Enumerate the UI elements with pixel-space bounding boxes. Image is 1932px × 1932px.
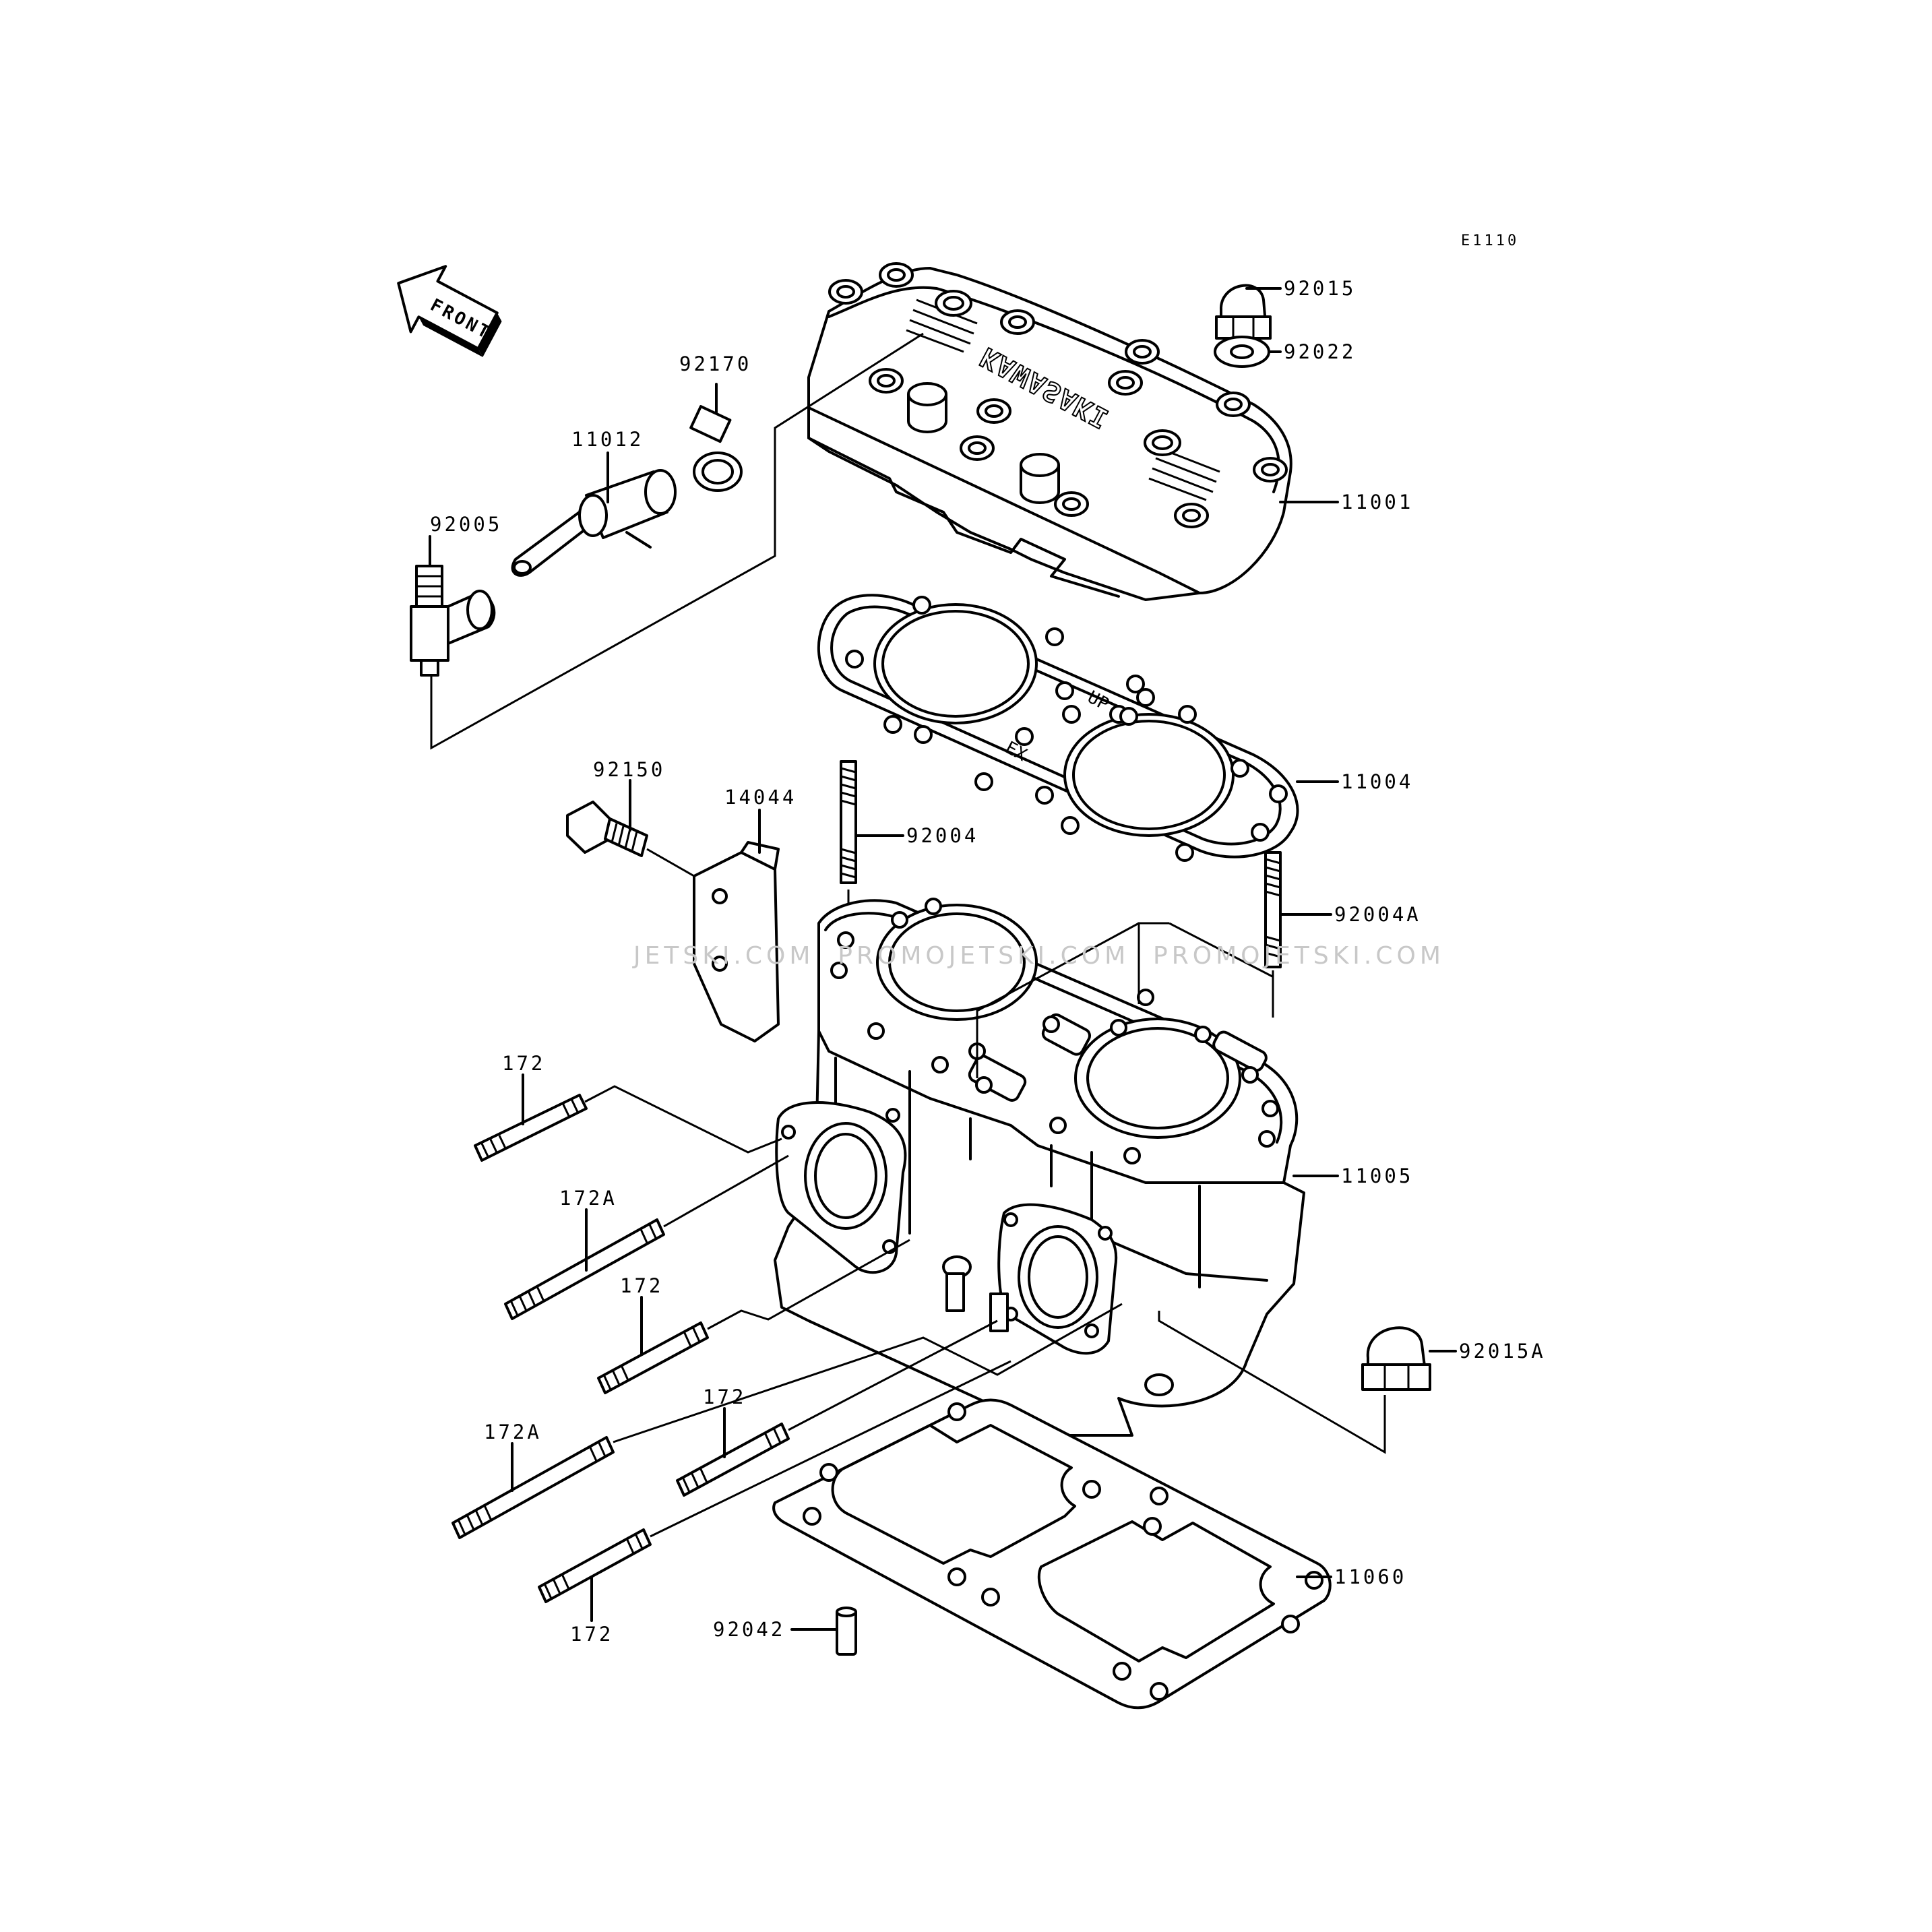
part-label-11001: 11001: [1341, 491, 1413, 513]
elbow-fitting-icon: [410, 565, 496, 677]
part-label-92042: 92042: [713, 1618, 785, 1641]
stud-bolt-icon: [1264, 851, 1282, 968]
front-arrow-icon: FRONT: [397, 265, 502, 357]
diagram-code: E1110: [1461, 232, 1519, 249]
part-label-172A-b: 172A: [484, 1421, 542, 1443]
washer-icon: [1214, 336, 1270, 368]
part-label-92022: 92022: [1284, 340, 1356, 363]
part-label-92150: 92150: [593, 758, 665, 781]
watermark: JETSKI.COM PROMOJETSKI.COM PROMOJETSKI.C…: [632, 942, 1445, 970]
acorn-nut-icon: [1361, 1326, 1431, 1391]
part-label-172-a: 172: [502, 1052, 545, 1075]
acorn-nut-icon: [1215, 284, 1272, 340]
cylinder-head: KAWASAKI: [807, 262, 1292, 601]
stud-bolt-icon: [474, 1094, 588, 1162]
flange-bolt-icon: [566, 801, 648, 857]
part-label-11004: 11004: [1341, 770, 1413, 793]
part-label-11005: 11005: [1341, 1164, 1413, 1187]
stud-bolt-icon: [504, 1218, 665, 1320]
part-label-92170: 92170: [679, 352, 751, 375]
part-label-11012: 11012: [571, 428, 644, 451]
part-label-92004A: 92004A: [1334, 903, 1421, 926]
stud-bolt-icon: [538, 1528, 652, 1603]
part-label-172-d: 172: [570, 1623, 613, 1646]
dowel-pin-icon: [836, 1607, 857, 1656]
part-label-172A-a: 172A: [559, 1187, 617, 1210]
part-label-92015A: 92015A: [1459, 1340, 1546, 1363]
part-label-92015: 92015: [1284, 277, 1356, 300]
head-gasket: UP EX: [817, 594, 1299, 862]
part-label-172-b: 172: [620, 1274, 663, 1297]
base-gasket: [772, 1398, 1332, 1710]
part-label-172-c: 172: [703, 1385, 746, 1408]
stud-bolt-icon: [597, 1321, 709, 1394]
part-label-11060: 11060: [1334, 1565, 1406, 1588]
part-label-92004: 92004: [906, 824, 978, 847]
stud-bolt-icon: [840, 760, 857, 884]
mounting-bracket-icon: [693, 841, 780, 1042]
hose-clamp-icon: [689, 405, 743, 492]
water-fitting-icon: [511, 469, 677, 577]
part-label-14044: 14044: [724, 786, 797, 809]
part-label-92005: 92005: [430, 513, 502, 536]
stud-bolt-icon: [676, 1423, 790, 1497]
cylinder-block: [774, 898, 1305, 1437]
stud-bolt-icon: [451, 1436, 615, 1539]
